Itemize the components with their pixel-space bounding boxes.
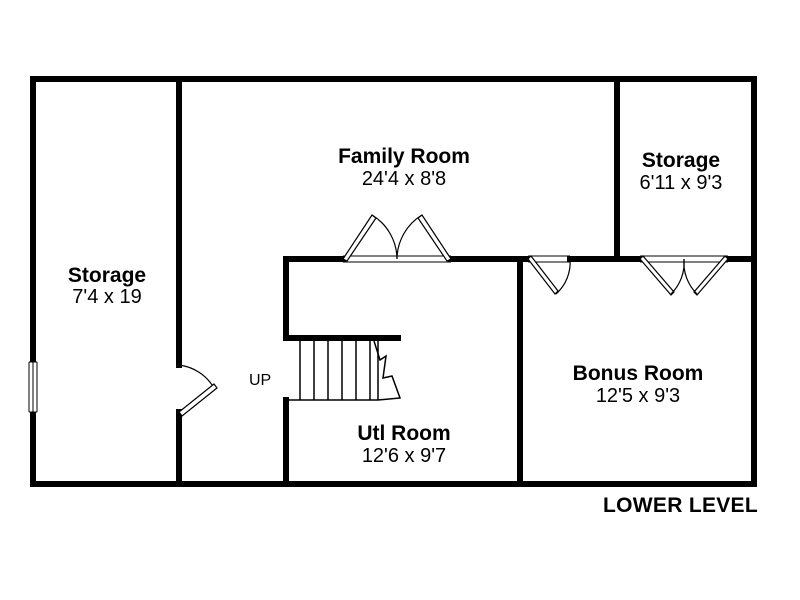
room-utl-room: Utl Room 12'6 x 9'7 bbox=[357, 422, 450, 467]
window-left bbox=[28, 361, 38, 413]
room-dimensions: 7'4 x 19 bbox=[72, 286, 141, 308]
room-storage-right: Storage 6'11 x 9'3 bbox=[640, 149, 723, 194]
stair-up-label: UP bbox=[249, 372, 271, 389]
outer-walls bbox=[30, 76, 757, 487]
door-storage-left bbox=[178, 364, 218, 417]
level-label: LOWER LEVEL bbox=[603, 494, 758, 517]
room-name: Storage bbox=[642, 149, 720, 172]
room-name: Utl Room bbox=[357, 422, 450, 445]
room-name: Family Room bbox=[338, 145, 470, 168]
interior-walls bbox=[176, 76, 757, 487]
room-dimensions: 6'11 x 9'3 bbox=[640, 172, 723, 194]
door-storage-right bbox=[639, 255, 729, 296]
room-name: Bonus Room bbox=[573, 362, 704, 385]
room-family-room: Family Room 24'4 x 8'8 bbox=[338, 145, 470, 190]
stairs bbox=[286, 340, 402, 401]
door-family-double bbox=[342, 214, 452, 263]
room-dimensions: 24'4 x 8'8 bbox=[362, 168, 446, 190]
room-name: Storage bbox=[68, 264, 146, 287]
room-storage-left: Storage 7'4 x 19 bbox=[68, 264, 146, 308]
room-bonus-room: Bonus Room 12'5 x 9'3 bbox=[573, 362, 704, 407]
room-dimensions: 12'5 x 9'3 bbox=[596, 385, 680, 407]
door-bonus-room bbox=[527, 255, 571, 295]
room-dimensions: 12'6 x 9'7 bbox=[362, 445, 446, 467]
